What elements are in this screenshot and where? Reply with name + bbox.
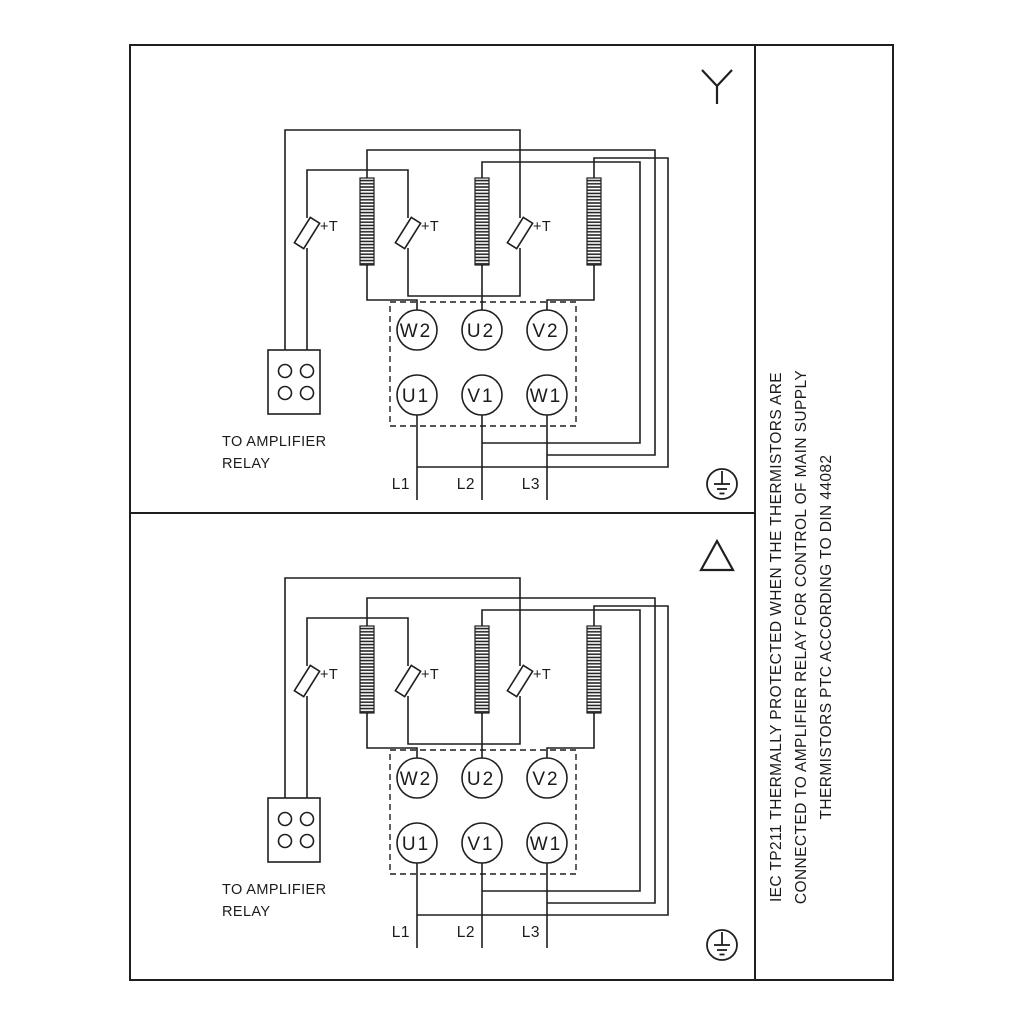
earth-ground-icon: [706, 468, 738, 500]
panel-star-diagram: [221, 129, 669, 501]
side-note-line-1: IEC TP211 THERMALLY PROTECTED WHEN THE T…: [768, 372, 785, 902]
side-note-line-2: CONNECTED TO AMPLIFIER RELAY FOR CONTROL…: [793, 370, 810, 904]
earth-ground-icon: [706, 929, 738, 961]
panel-delta-diagram: [221, 577, 669, 949]
star-connection-icon: [701, 69, 733, 104]
side-note-line-3: THERMISTORS PTC ACCORDING TO DIN 44082: [818, 455, 835, 820]
delta-connection-icon: [699, 538, 735, 572]
